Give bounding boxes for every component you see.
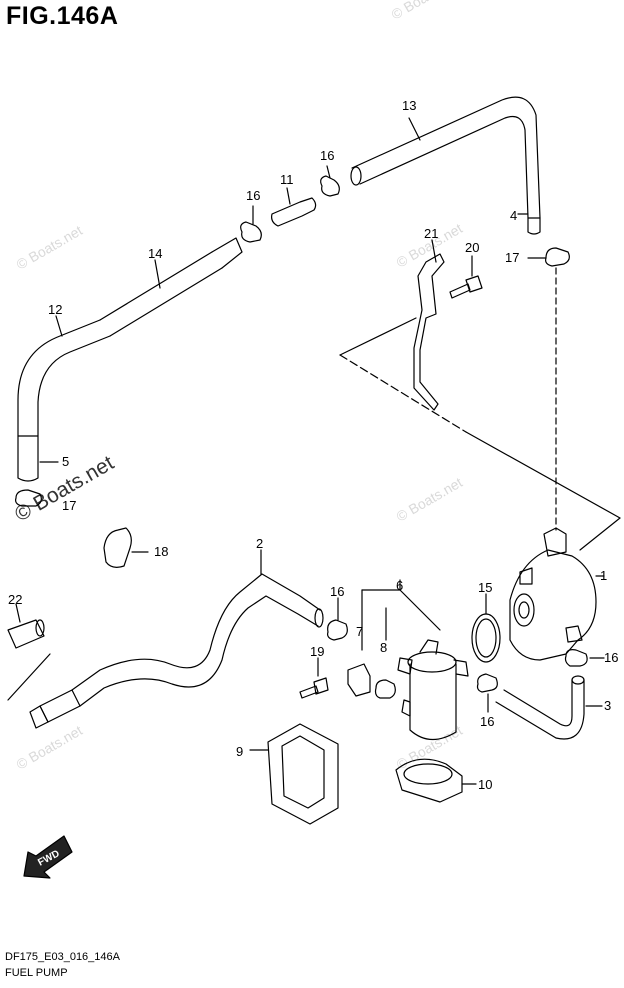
part-7-joint xyxy=(347,663,371,697)
part-11-joint xyxy=(271,187,317,227)
part-9-bracket xyxy=(249,723,339,825)
figure-name: FUEL PUMP xyxy=(5,967,68,979)
part-17-clamp xyxy=(15,489,42,507)
part-1-fuel-pump xyxy=(509,527,605,661)
callout-16: 16 xyxy=(320,148,334,163)
part-2-fitting xyxy=(29,689,81,729)
part-16-clamp xyxy=(320,165,340,197)
part-16-clamp xyxy=(476,673,498,713)
callout-20: 20 xyxy=(465,240,479,255)
part-2-hose xyxy=(71,549,324,707)
assembly-reference-lines xyxy=(339,317,621,551)
callout-13: 13 xyxy=(402,98,416,113)
part-10-band xyxy=(395,758,477,803)
part-5-hose-end xyxy=(17,435,59,482)
part-16-clamp xyxy=(240,205,262,243)
part-12-hose xyxy=(17,315,111,437)
part-22-sleeve xyxy=(7,603,51,701)
callout-2: 2 xyxy=(256,536,263,551)
part-3-hose xyxy=(495,675,603,740)
callout-11: 11 xyxy=(280,172,294,187)
callout-8: 8 xyxy=(380,640,387,655)
callout-4: 4 xyxy=(510,208,517,223)
callout-12: 12 xyxy=(48,302,62,317)
callout-7: 7 xyxy=(356,624,363,639)
callout-1: 1 xyxy=(600,568,607,583)
callout-6: 6 xyxy=(396,578,403,593)
callout-16: 16 xyxy=(480,714,494,729)
figure-code: DF175_E03_016_146A xyxy=(5,951,120,963)
callout-3: 3 xyxy=(604,698,611,713)
watermark-text: © Boats.net xyxy=(394,474,466,525)
callout-16: 16 xyxy=(604,650,618,665)
watermarks: © Boats.net © Boats.net © Boats.net © Bo… xyxy=(11,0,465,773)
part-6-bracket-lines xyxy=(361,579,441,651)
callout-21: 21 xyxy=(424,226,438,241)
figure-title: FIG.146A xyxy=(6,2,119,30)
part-14-hose xyxy=(99,237,243,337)
part-20-bolt xyxy=(449,255,483,299)
callout-18: 18 xyxy=(154,544,168,559)
callout-22: 22 xyxy=(8,592,22,607)
watermark-text: © Boats.net xyxy=(389,0,461,23)
part-17-clamp xyxy=(527,247,570,267)
callout-17: 17 xyxy=(505,250,519,265)
part-13-hose xyxy=(350,96,541,235)
callouts: 13 16 11 16 4 21 20 17 14 12 5 17 18 2 6… xyxy=(8,98,618,792)
part-16-clamp xyxy=(327,597,348,641)
callout-17: 17 xyxy=(62,498,76,513)
callout-15: 15 xyxy=(478,580,492,595)
part-21-bracket xyxy=(413,239,445,411)
callout-10: 10 xyxy=(478,777,492,792)
callout-16: 16 xyxy=(246,188,260,203)
callout-16: 16 xyxy=(330,584,344,599)
watermark-text: © Boats.net xyxy=(14,222,86,273)
callout-19: 19 xyxy=(310,644,324,659)
callout-5: 5 xyxy=(62,454,69,469)
part-16-clamp xyxy=(564,649,605,667)
watermark-text: © Boats.net xyxy=(14,722,86,773)
part-15-o-ring xyxy=(471,593,501,663)
part-18-clamp xyxy=(103,527,149,568)
part-19-bolt xyxy=(299,657,329,699)
callout-9: 9 xyxy=(236,744,243,759)
part-8-clamp xyxy=(374,679,396,699)
fwd-arrow-icon: FWD xyxy=(23,835,73,879)
part-6-fuel-filter xyxy=(397,639,469,741)
callout-14: 14 xyxy=(148,246,162,261)
